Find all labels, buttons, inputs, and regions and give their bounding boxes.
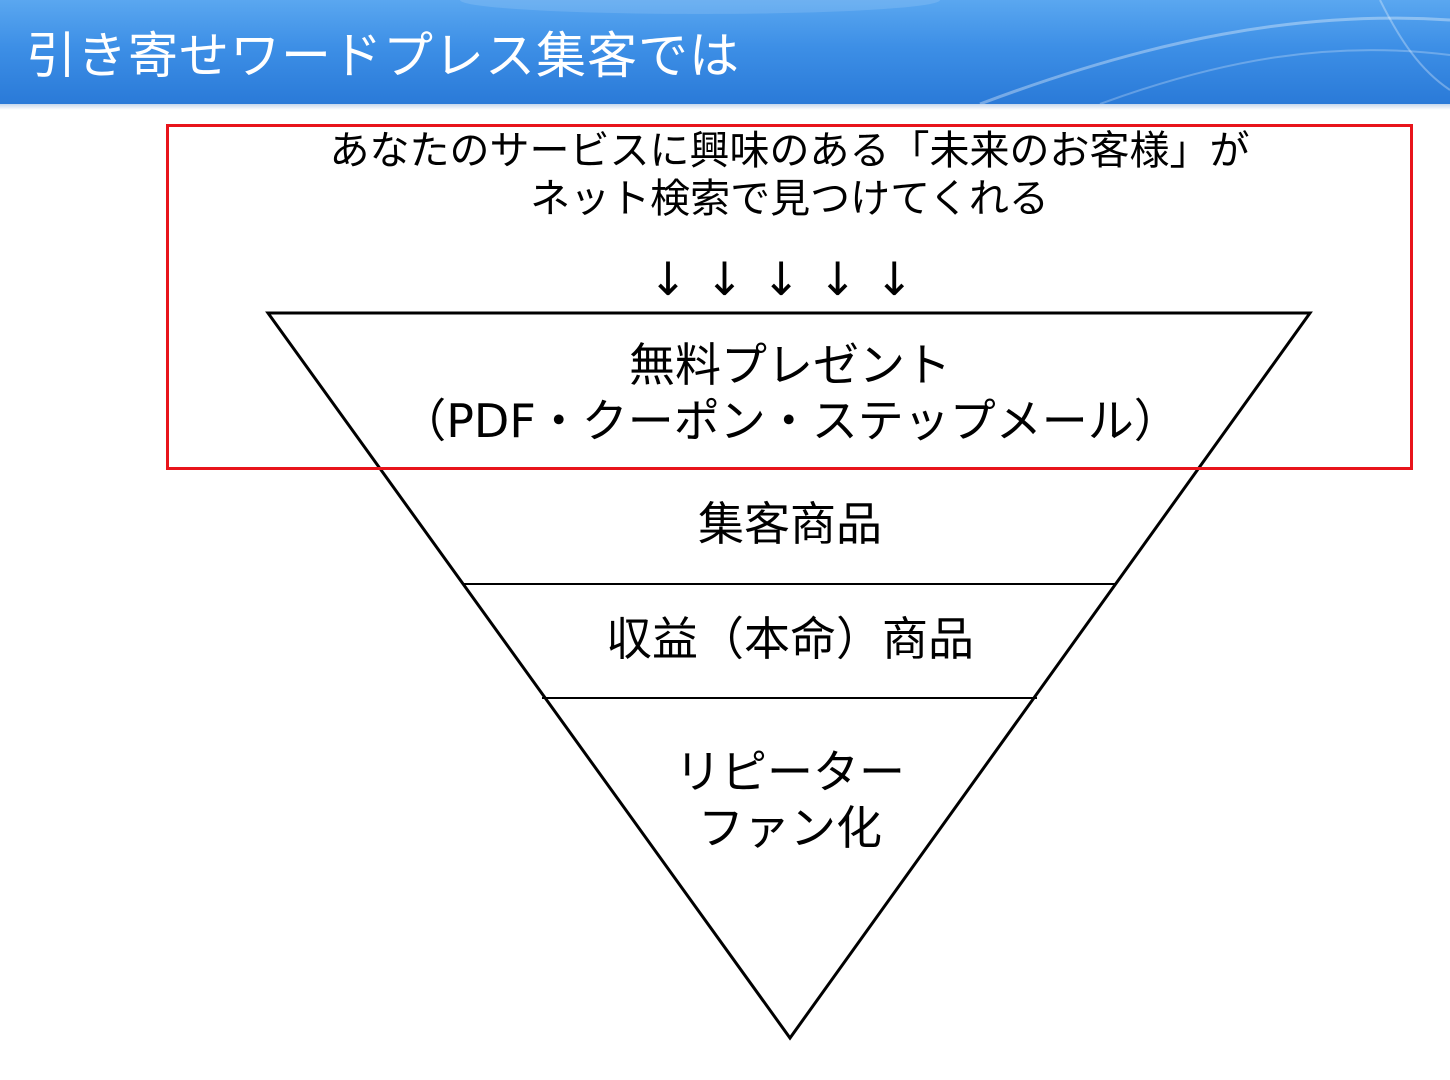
funnel-tier-3: 収益（本命）商品 (606, 612, 974, 666)
intro-line-2: ネット検索で見つけてくれる (530, 176, 1049, 222)
funnel-tier-4-line-2: ファン化 (698, 801, 882, 855)
funnel-tier-4-line-1: リピーター (675, 745, 905, 799)
slide-title: 引き寄せワードプレス集客では (26, 27, 740, 85)
header-shadow (0, 104, 1450, 110)
funnel-tier-2: 集客商品 (698, 497, 882, 551)
funnel-tier-1-line-2: （PDF・クーポン・ステップメール） (400, 394, 1180, 448)
funnel-tier-1-line-1: 無料プレゼント (629, 338, 951, 392)
intro-line-1: あなたのサービスに興味のある「未来のお客様」が (329, 128, 1250, 174)
funnel-triangle (265, 311, 1313, 1041)
header-swoosh-decoration (460, 0, 1450, 104)
highlight-box (166, 124, 1413, 470)
slide-header: 引き寄せワードプレス集客では (0, 0, 1450, 104)
down-arrows-icon: ↓↓↓↓↓ (648, 252, 932, 306)
